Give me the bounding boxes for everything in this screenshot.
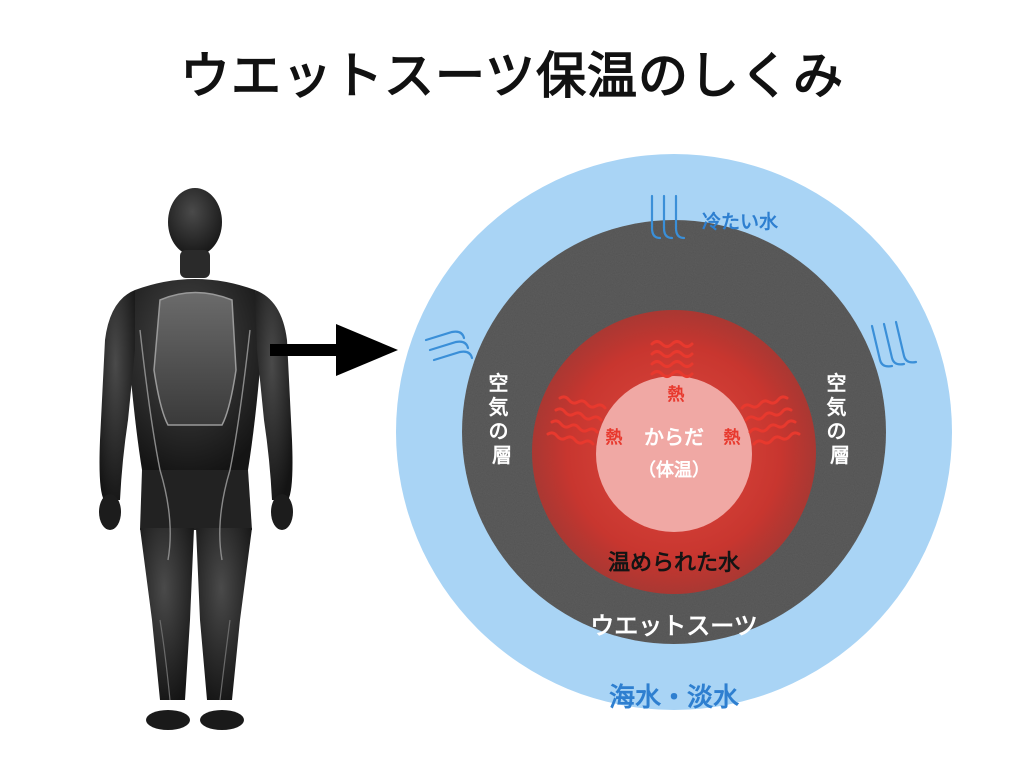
air-layer-label-right: 空 気 の 層 xyxy=(827,371,854,467)
air-layer-right-char: 層 xyxy=(830,443,850,467)
body-core-circle xyxy=(596,376,752,532)
heat-label-top: 熱 xyxy=(668,384,685,405)
cold-water-wave-icon xyxy=(424,330,474,362)
wetsuit-label: ウエットスーツ xyxy=(590,612,758,640)
body-label: からだ xyxy=(644,425,704,449)
air-layer-left-char: の xyxy=(489,419,509,443)
heat-wave-icon xyxy=(650,340,694,378)
body-temp-label: （体温） xyxy=(638,459,710,481)
warmed-water-label: 温められた水 xyxy=(608,551,741,576)
heat-wave-icon xyxy=(740,395,801,446)
cold-water-wave-icon xyxy=(650,194,686,240)
air-layer-left-char: 気 xyxy=(489,395,509,419)
cold-water-wave-icon xyxy=(870,320,918,368)
heat-wave-icon xyxy=(546,395,607,446)
air-layer-label-left: 空 気 の 層 xyxy=(489,371,516,467)
heat-label-right: 熱 xyxy=(724,427,741,448)
right-arrow-icon xyxy=(270,324,398,376)
air-layer-left-char: 層 xyxy=(492,443,512,467)
wetsuit-person-figure xyxy=(99,188,293,730)
heat-label-left: 熱 xyxy=(606,427,623,448)
sea-fresh-water-label: 海水・淡水 xyxy=(609,683,740,713)
cold-water-label: 冷たい水 xyxy=(702,210,779,233)
air-layer-left-char: 空 xyxy=(489,371,509,395)
air-layer-right-char: 気 xyxy=(827,395,847,419)
diagram-title: ウエットスーツ保温のしくみ xyxy=(180,47,844,105)
air-layer-right-char: 空 xyxy=(827,371,847,395)
air-layer-right-char: の xyxy=(827,419,847,443)
